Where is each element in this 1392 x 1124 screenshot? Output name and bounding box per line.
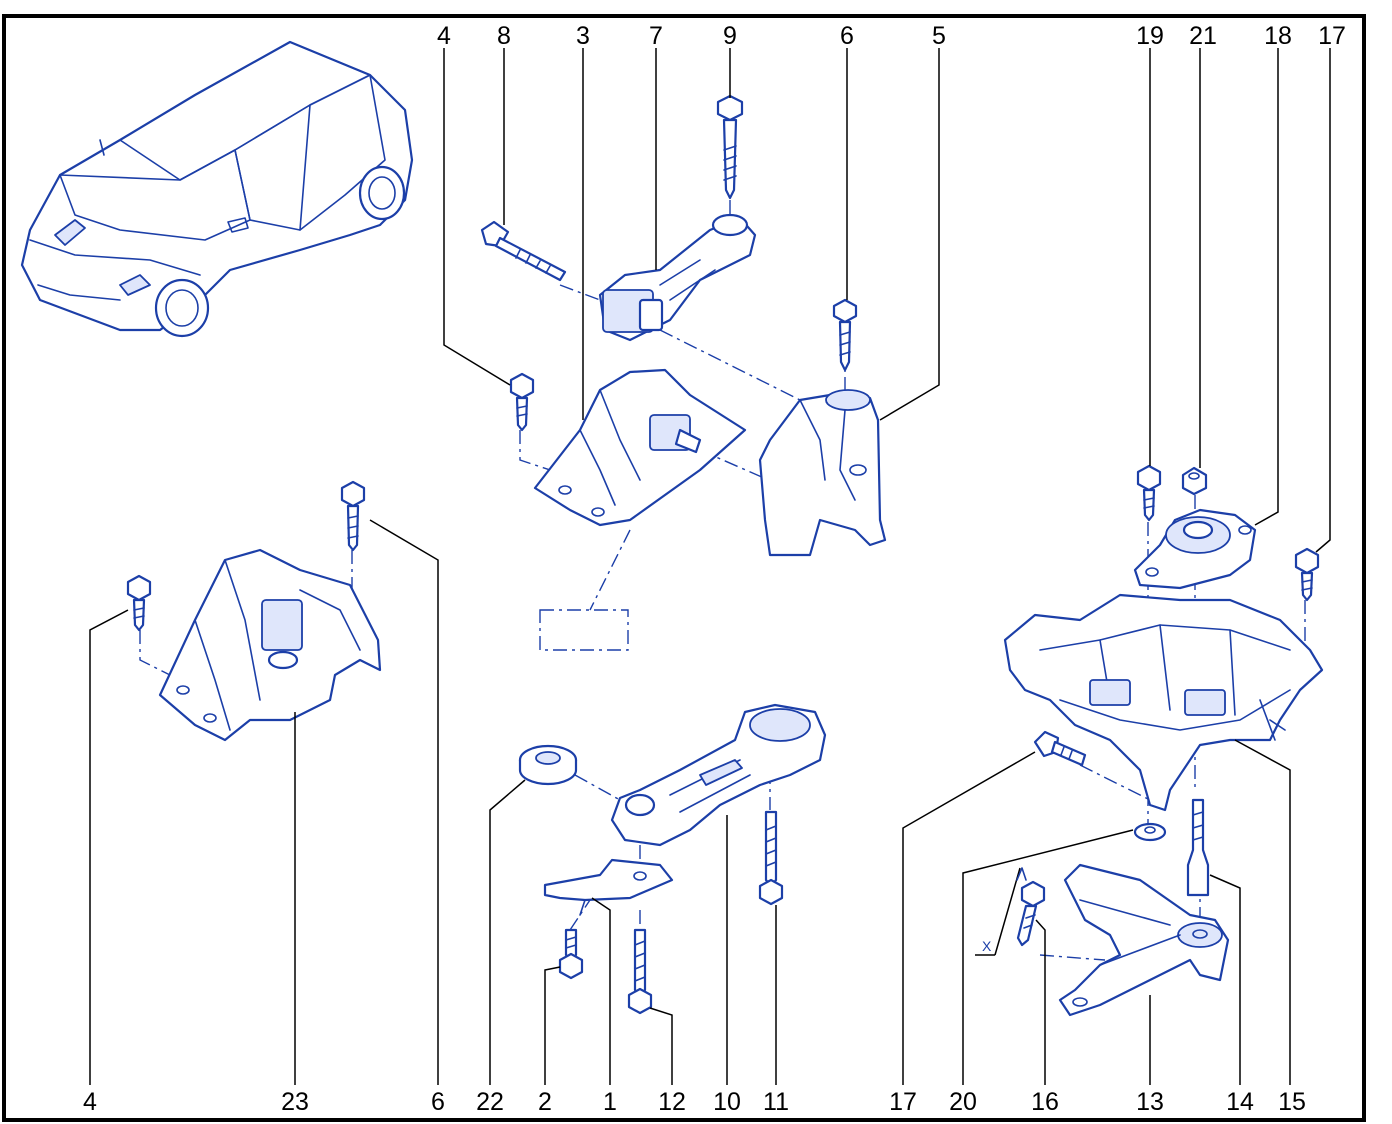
callout-labels-top: 4 8 3 7 9 6 5 19 21 18 17: [437, 22, 1346, 50]
dimension-x-label: X: [982, 938, 992, 954]
callout-top-8: 19: [1136, 22, 1164, 50]
part-7-torque-rod: [598, 213, 757, 342]
callout-bottom-10: 17: [889, 1088, 917, 1116]
callout-labels-bottom: 4 23 6 22 2 1 12 10 11 17 20 16 13 14 15: [83, 1088, 1306, 1116]
callout-bottom-7: 12: [658, 1088, 686, 1116]
callout-bottom-14: 14: [1226, 1088, 1254, 1116]
part-22-washer: [518, 744, 578, 786]
callout-bottom-4: 22: [476, 1088, 504, 1116]
part-4-bolt-left: [126, 574, 152, 632]
callout-top-5: 9: [723, 22, 737, 50]
part-8-bolt: [480, 220, 567, 282]
callout-top-1: 4: [437, 22, 451, 50]
part-16-bolt: [975, 867, 1046, 956]
callout-bottom-8: 10: [713, 1088, 741, 1116]
callout-bottom-6: 1: [603, 1088, 617, 1116]
part-13-lower-bracket: [1058, 863, 1230, 1017]
callout-bottom-9: 11: [763, 1088, 789, 1116]
callout-top-2: 8: [497, 22, 511, 50]
callout-bottom-1: 4: [83, 1088, 97, 1116]
part-6-bolt-top: [832, 298, 858, 372]
part-11-bolt: [758, 810, 784, 906]
callout-top-3: 3: [576, 22, 590, 50]
part-15-support-tray: [1003, 593, 1324, 812]
part-5-bracket: [758, 389, 887, 557]
callout-top-11: 17: [1318, 22, 1346, 50]
vehicle-illustration: [20, 40, 414, 338]
part-17-bolt-top: [1294, 547, 1320, 602]
part-18-mount: [1133, 508, 1257, 590]
part-3-engine-mount: [533, 368, 747, 527]
callout-bottom-15: 15: [1278, 1088, 1306, 1116]
part-1-bracket-plate: [543, 858, 674, 916]
part-20-washer: [1133, 822, 1167, 842]
part-14-stud: [1186, 798, 1210, 897]
callout-bottom-3: 6: [431, 1088, 445, 1116]
part-19-bolt: [1136, 464, 1162, 522]
callout-bottom-12: 16: [1031, 1088, 1059, 1116]
callout-top-9: 21: [1189, 22, 1217, 50]
callout-top-6: 6: [840, 22, 854, 50]
callout-bottom-2: 23: [281, 1088, 309, 1116]
part-2-bolt: [558, 928, 584, 980]
callout-top-10: 18: [1264, 22, 1292, 50]
callout-top-7: 5: [932, 22, 946, 50]
part-21-nut: [1181, 466, 1208, 496]
part-4-bolt-top: [509, 372, 535, 432]
part-10-lower-torque-rod: [610, 703, 827, 847]
part-9-bolt: [716, 94, 744, 200]
callout-top-4: 7: [649, 22, 663, 50]
callout-leader-lines: [89, 48, 1331, 1085]
callout-bottom-13: 13: [1136, 1088, 1164, 1116]
part-17-bolt-lower: [1033, 730, 1087, 767]
part-23-mount-assembly: [158, 548, 382, 742]
part-12-bolt: [627, 928, 653, 1015]
part-6-bolt-left: [340, 480, 366, 552]
callout-bottom-11: 20: [949, 1088, 977, 1116]
diagram-frame: [2, 14, 1366, 1122]
callout-bottom-5: 2: [538, 1088, 552, 1116]
